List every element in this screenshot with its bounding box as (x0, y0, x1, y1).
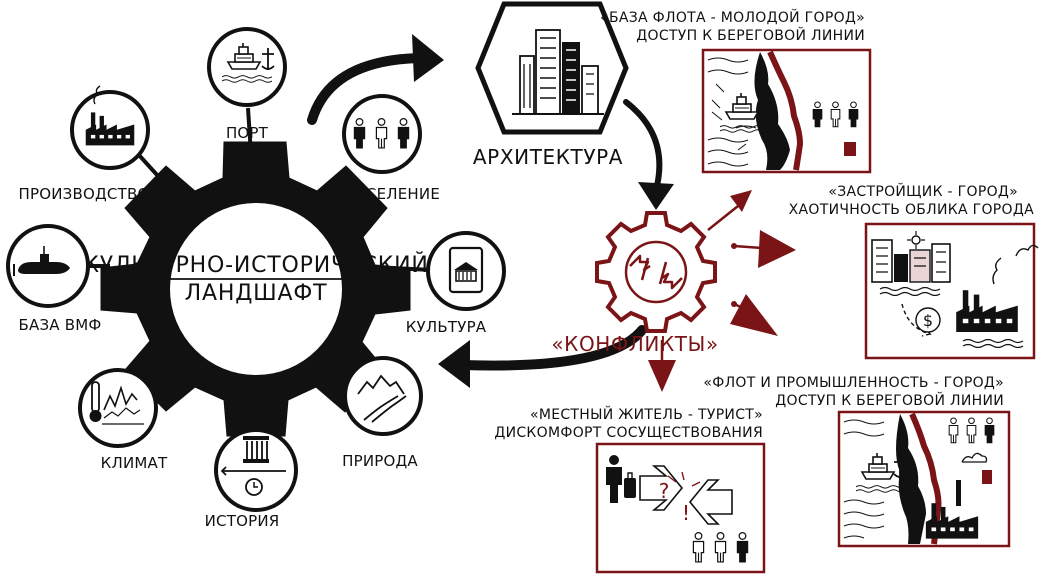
conflicts-label: «КОНФЛИКТЫ» (551, 332, 718, 356)
conflicts-node: «КОНФЛИКТЫ» (551, 211, 718, 356)
node-population-label: НАСЕЛЕНИЕ (344, 185, 440, 203)
arrow-to-architecture-head (412, 34, 444, 82)
city-buildings-icon (512, 29, 604, 115)
conflict-arrows (648, 190, 796, 392)
case-resident-tourist-frame (595, 442, 766, 574)
case-fleet-city-title: «БАЗА ФЛОТА - МОЛОДОЙ ГОРОД» (600, 8, 865, 26)
node-history: ИСТОРИЯ (205, 428, 298, 530)
case-developer-city-title: «ЗАСТРОЙЩИК - ГОРОД» (828, 182, 1018, 200)
question-mark: ? (659, 479, 670, 503)
node-nature-label: ПРИРОДА (342, 452, 418, 470)
node-navy: БАЗА ВМФ (6, 224, 102, 334)
node-climate-label: КЛИМАТ (101, 454, 168, 472)
museum-tablet-icon (448, 246, 484, 294)
gear-conflict-icon (595, 211, 717, 333)
arrow-architecture-to-conflicts-head (638, 182, 674, 210)
mountains-river-icon (357, 374, 407, 423)
center-title-line2: ЛАНДШАФТ (185, 281, 328, 306)
case-fleet-industry-city: «ФЛОТ И ПРОМЫШЛЕННОСТЬ - ГОРОД» ДОСТУП К… (703, 375, 1011, 548)
case-resident-tourist-title: «МЕСТНЫЙ ЖИТЕЛЬ - ТУРИСТ» (530, 405, 763, 423)
ship-icon (222, 42, 275, 83)
node-culture: КУЛЬТУРА (406, 231, 506, 336)
people-icon (353, 117, 410, 149)
node-production-label: ПРОИЗВОДСТВО (19, 185, 150, 203)
architecture-node: АРХИТЕКТУРА (473, 1, 629, 169)
column-timeline-icon (220, 436, 286, 496)
node-port-label: ПОРТ (226, 124, 269, 142)
case-developer-city: «ЗАСТРОЙЩИК - ГОРОД» ХАОТИЧНОСТЬ ОБЛИКА … (789, 182, 1039, 360)
case-fleet-industry-subtitle: ДОСТУП К БЕРЕГОВОЙ ЛИНИИ (775, 391, 1004, 409)
arrow-to-architecture (307, 53, 425, 125)
money-icon: $ (923, 311, 933, 330)
arrow-from-conflicts-head (438, 340, 470, 388)
node-climate: КЛИМАТ (78, 368, 168, 472)
case-fleet-city-subtitle: ДОСТУП К БЕРЕГОВОЙ ЛИНИИ (636, 26, 865, 44)
thermometer-graph-icon (89, 381, 144, 425)
hatched-water (707, 57, 757, 167)
architecture-label: АРХИТЕКТУРА (473, 145, 623, 169)
exclamation-mark: ! (682, 501, 690, 525)
case-fleet-industry-title: «ФЛОТ И ПРОМЫШЛЕННОСТЬ - ГОРОД» (703, 375, 1004, 391)
node-production: ПРОИЗВОДСТВО (19, 85, 150, 203)
case-resident-tourist-subtitle: ДИСКОМФОРТ СОСУЩЕСТВОВАНИЯ (494, 425, 763, 441)
node-port: ПОРТ (207, 27, 287, 142)
node-history-label: ИСТОРИЯ (205, 512, 280, 530)
submarine-icon (13, 246, 70, 276)
conflict-arrows-icon (639, 465, 684, 511)
case-fleet-city: «БАЗА ФЛОТА - МОЛОДОЙ ГОРОД» ДОСТУП К БЕ… (600, 8, 872, 174)
arrow-architecture-to-conflicts (623, 99, 663, 193)
tourist-icon (606, 455, 636, 503)
node-nature: ПРИРОДА (342, 356, 423, 470)
gear-hub (170, 203, 342, 375)
node-navy-label: БАЗА ВМФ (19, 316, 102, 334)
case-resident-tourist: «МЕСТНЫЙ ЖИТЕЛЬ - ТУРИСТ» ДИСКОМФОРТ СОС… (494, 405, 766, 574)
node-culture-label: КУЛЬТУРА (406, 318, 487, 336)
node-population: НАСЕЛЕНИЕ (342, 94, 440, 203)
arrow-from-conflicts (457, 325, 647, 371)
case-developer-city-subtitle: ХАОТИЧНОСТЬ ОБЛИКА ГОРОДА (789, 202, 1034, 218)
factory-icon (85, 85, 135, 146)
city-skyline-icon (871, 231, 951, 296)
center-title-line1: КУЛЬТУРНО-ИСТОРИЧЕСКИЙ (83, 252, 428, 278)
